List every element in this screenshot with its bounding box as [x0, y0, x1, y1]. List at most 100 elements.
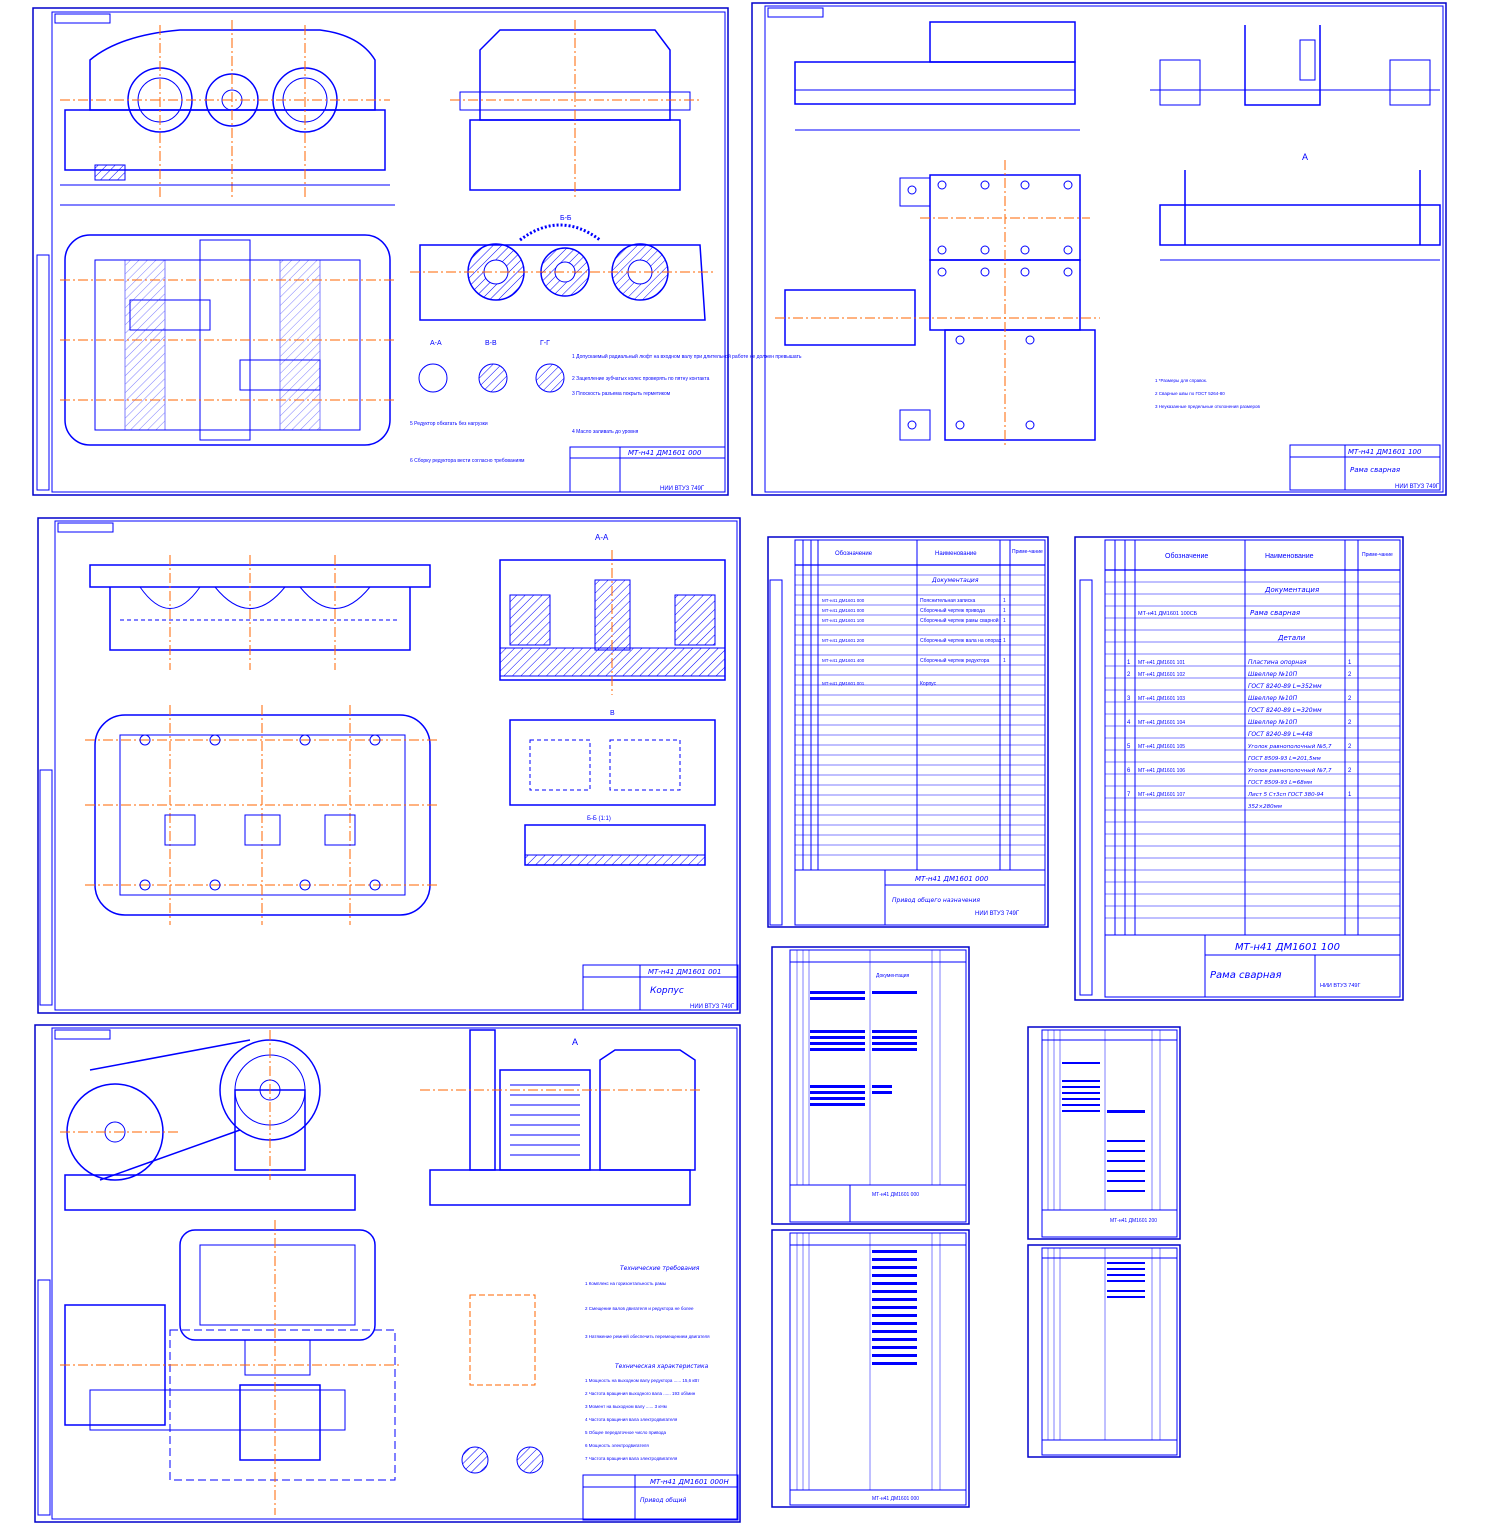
- spec2-row-2-pos: 2: [1127, 672, 1131, 678]
- spec1-row-4-name: Сборочный чертеж вала на опорах: [920, 637, 1002, 644]
- spec2-row-6-code: МТ-н41 ДМ1601 106: [1138, 768, 1185, 774]
- drive-tech-req-2: 2 Смещение валов двигателя и редуктора н…: [585, 1306, 694, 1311]
- drive-tech-char-7: 7 Частота вращения вала электродвигателя: [585, 1456, 678, 1461]
- drive-tech-char-2: 2 Частота вращения выходного вала ......…: [585, 1391, 696, 1396]
- spec1-row-5-name: Сборочный чертеж редуктора: [920, 657, 990, 664]
- spec2-row-5-name: Уголок равнополочный №5,7: [1248, 744, 1332, 750]
- spec1-row-1-name: Пояснительная записка: [920, 598, 976, 604]
- spec1-row-3-name: Сборочный чертеж рамы сварной: [920, 617, 999, 624]
- spec2-row-6-name: Уголок равнополочный №7,7: [1248, 768, 1332, 774]
- spec2-row-5-qty: 2: [1348, 744, 1352, 750]
- spec2-row-5b-name: ГОСТ 8509-93 L=201,5мм: [1248, 756, 1321, 762]
- housing-title-code: МТ-н41 ДМ1601 001: [648, 968, 721, 976]
- drive-tech-char-5: 5 Общее передаточное число привода: [585, 1430, 666, 1435]
- drive-tech-req-1: 1 Комплекс на горизонтальность рамы: [585, 1281, 666, 1286]
- drive-tech-char-6: 6 Мощность электродвигателя: [585, 1443, 649, 1448]
- spec2-row-3-name: Швеллер №10П: [1248, 695, 1298, 702]
- frame-title-org: НИИ ВТУЗ 749Г: [1395, 484, 1440, 490]
- spec2-row-4-name: Швеллер №10П: [1248, 719, 1298, 726]
- drive-view-a: А: [572, 1037, 578, 1047]
- sheet-drive-assembly[interactable]: [34, 1024, 741, 1523]
- spec1-row-4-code: МТ-н41 ДМ1601 200: [822, 638, 865, 643]
- spec1-row-3-qty: 1: [1003, 618, 1006, 624]
- spec2-title-code: МТ-н41 ДМ1601 100: [1235, 942, 1340, 953]
- spec2-col-name: Наименование: [1265, 553, 1314, 560]
- spec2-row-2-qty: 2: [1348, 672, 1352, 678]
- gearbox-note-5: 5 Редуктор обкатать без нагрузки: [410, 421, 488, 427]
- spec2-row-6-qty: 2: [1348, 768, 1352, 774]
- spec2-row-2b-name: ГОСТ 8240-89 L=352мм: [1248, 683, 1322, 690]
- drive-tech-req-title: Технические требования: [620, 1265, 700, 1272]
- spec-sheet-6[interactable]: [1027, 1244, 1181, 1458]
- spec2-title-org: НИИ ВТУЗ 749Г: [1320, 983, 1360, 989]
- drive-title-code: МТ-н41 ДМ1601 000Н: [650, 1478, 729, 1486]
- gearbox-note-6: 6 Сборку редуктора вести согласно требов…: [410, 458, 525, 464]
- sheet-weld-frame[interactable]: [751, 2, 1447, 496]
- gearbox-section-aa: А-А: [430, 340, 442, 347]
- spec-sheet-3[interactable]: [771, 946, 970, 1225]
- sheet-gearbox-assembly[interactable]: [32, 7, 729, 496]
- spec2-row-2-name: Швеллер №10П: [1248, 671, 1298, 678]
- spec1-row-6-name: Корпус: [920, 681, 937, 687]
- spec2-row-1-pos: 1: [1127, 660, 1131, 666]
- spec1-row-1-qty: 1: [1003, 598, 1006, 604]
- gearbox-note-2: 2 Зацепление зубчатых колес проверять по…: [572, 376, 710, 382]
- spec2-row-7-name: Лист 5 Ст3сп ГОСТ 380-94: [1247, 792, 1324, 798]
- spec1-row-3-code: МТ-н41 ДМ1601 100: [822, 618, 865, 623]
- spec3-section-docs: Документация: [876, 973, 910, 979]
- spec1-row-5-qty: 1: [1003, 658, 1006, 664]
- gearbox-note-4: 4 Масло заливать до уровня: [572, 429, 639, 435]
- drive-tech-char-1: 1 Мощность на выходном валу редуктора ..…: [585, 1378, 699, 1383]
- spec2-title-name: Рама сварная: [1210, 970, 1282, 981]
- spec-sheet-4[interactable]: [771, 1229, 970, 1508]
- spec1-title-code: МТ-н41 ДМ1601 000: [915, 875, 989, 883]
- spec-sheet-1[interactable]: [767, 536, 1049, 928]
- spec1-row-2-code: МТ-н41 ДМ1601 000: [822, 608, 865, 613]
- spec1-col-note: Приме-чание: [1012, 549, 1043, 555]
- spec2-row-4-pos: 4: [1127, 720, 1131, 726]
- drive-tech-char-4: 4 Частота вращения вала электродвигателя: [585, 1417, 678, 1422]
- spec2-col-note: Приме-чание: [1362, 552, 1393, 558]
- spec1-title-org: НИИ ВТУЗ 749Г: [975, 911, 1020, 917]
- housing-title-name: Корпус: [650, 986, 684, 996]
- spec1-section-docs: Документация: [931, 577, 979, 584]
- spec2-row-5-pos: 5: [1127, 744, 1131, 750]
- drive-tech-req-3: 3 Натяжение ремней обеспечить перемещени…: [585, 1333, 710, 1339]
- frame-title-name: Рама сварная: [1350, 466, 1400, 474]
- spec5-title-code: МТ-н41 ДМ1601 200: [1110, 1218, 1157, 1224]
- spec2-row-4-qty: 2: [1348, 720, 1352, 726]
- spec2-row-1-name: Пластина опорная: [1248, 659, 1307, 666]
- spec2-row-4-code: МТ-н41 ДМ1601 104: [1138, 720, 1185, 726]
- spec3-title-code: МТ-н41 ДМ1601 000: [872, 1192, 919, 1198]
- frame-note-1: 1 *Размеры для справок.: [1155, 378, 1207, 383]
- spec2-col-designation: Обозначение: [1165, 552, 1208, 560]
- spec2-row-3b-name: ГОСТ 8240-89 L=320мм: [1248, 707, 1322, 714]
- spec-sheet-5[interactable]: [1027, 1026, 1181, 1240]
- spec2-section-docs: Документация: [1264, 586, 1319, 594]
- housing-section-bb: Б-Б (1:1): [587, 816, 611, 822]
- spec1-title-name: Привод общего назначения: [892, 897, 980, 904]
- spec2-row-4b-name: ГОСТ 8240-89 L=448: [1248, 731, 1313, 738]
- spec1-row-5-code: МТ-н41 ДМ1601 400: [822, 658, 865, 663]
- gearbox-section-gg: Г-Г: [540, 340, 550, 347]
- spec1-row-4-qty: 1: [1003, 638, 1006, 644]
- spec1-row-2-qty: 1: [1003, 608, 1006, 614]
- spec2-row-7-qty: 1: [1348, 792, 1352, 798]
- sheet-housing[interactable]: [37, 517, 741, 1014]
- frame-title-code: МТ-н41 ДМ1601 100: [1348, 448, 1422, 456]
- spec2-row-6-pos: 6: [1127, 768, 1131, 774]
- spec2-row-1-qty: 1: [1348, 660, 1352, 666]
- spec4-title-code: МТ-н41 ДМ1601 000: [872, 1496, 919, 1502]
- spec1-row-6-code: МТ-н41 ДМ1601 001: [822, 681, 865, 686]
- frame-note-2: 2 Сварные швы по ГОСТ 5264-80: [1155, 391, 1225, 396]
- gearbox-note-1: 1 Допускаемый радиальный люфт на входном…: [572, 353, 802, 360]
- gearbox-title-org: НИИ ВТУЗ 749Г: [660, 486, 705, 492]
- spec-sheet-2[interactable]: [1074, 536, 1404, 1001]
- spec2-row-7-code: МТ-н41 ДМ1601 107: [1138, 792, 1185, 798]
- spec2-row-3-code: МТ-н41 ДМ1601 103: [1138, 696, 1185, 702]
- housing-view-v: В: [610, 710, 615, 717]
- spec2-row-3-pos: 3: [1127, 696, 1131, 702]
- spec1-row-2-name: Сборочный чертеж привода: [920, 607, 985, 614]
- frame-view-a: А: [1302, 152, 1308, 162]
- housing-section-aa: А-А: [595, 533, 609, 542]
